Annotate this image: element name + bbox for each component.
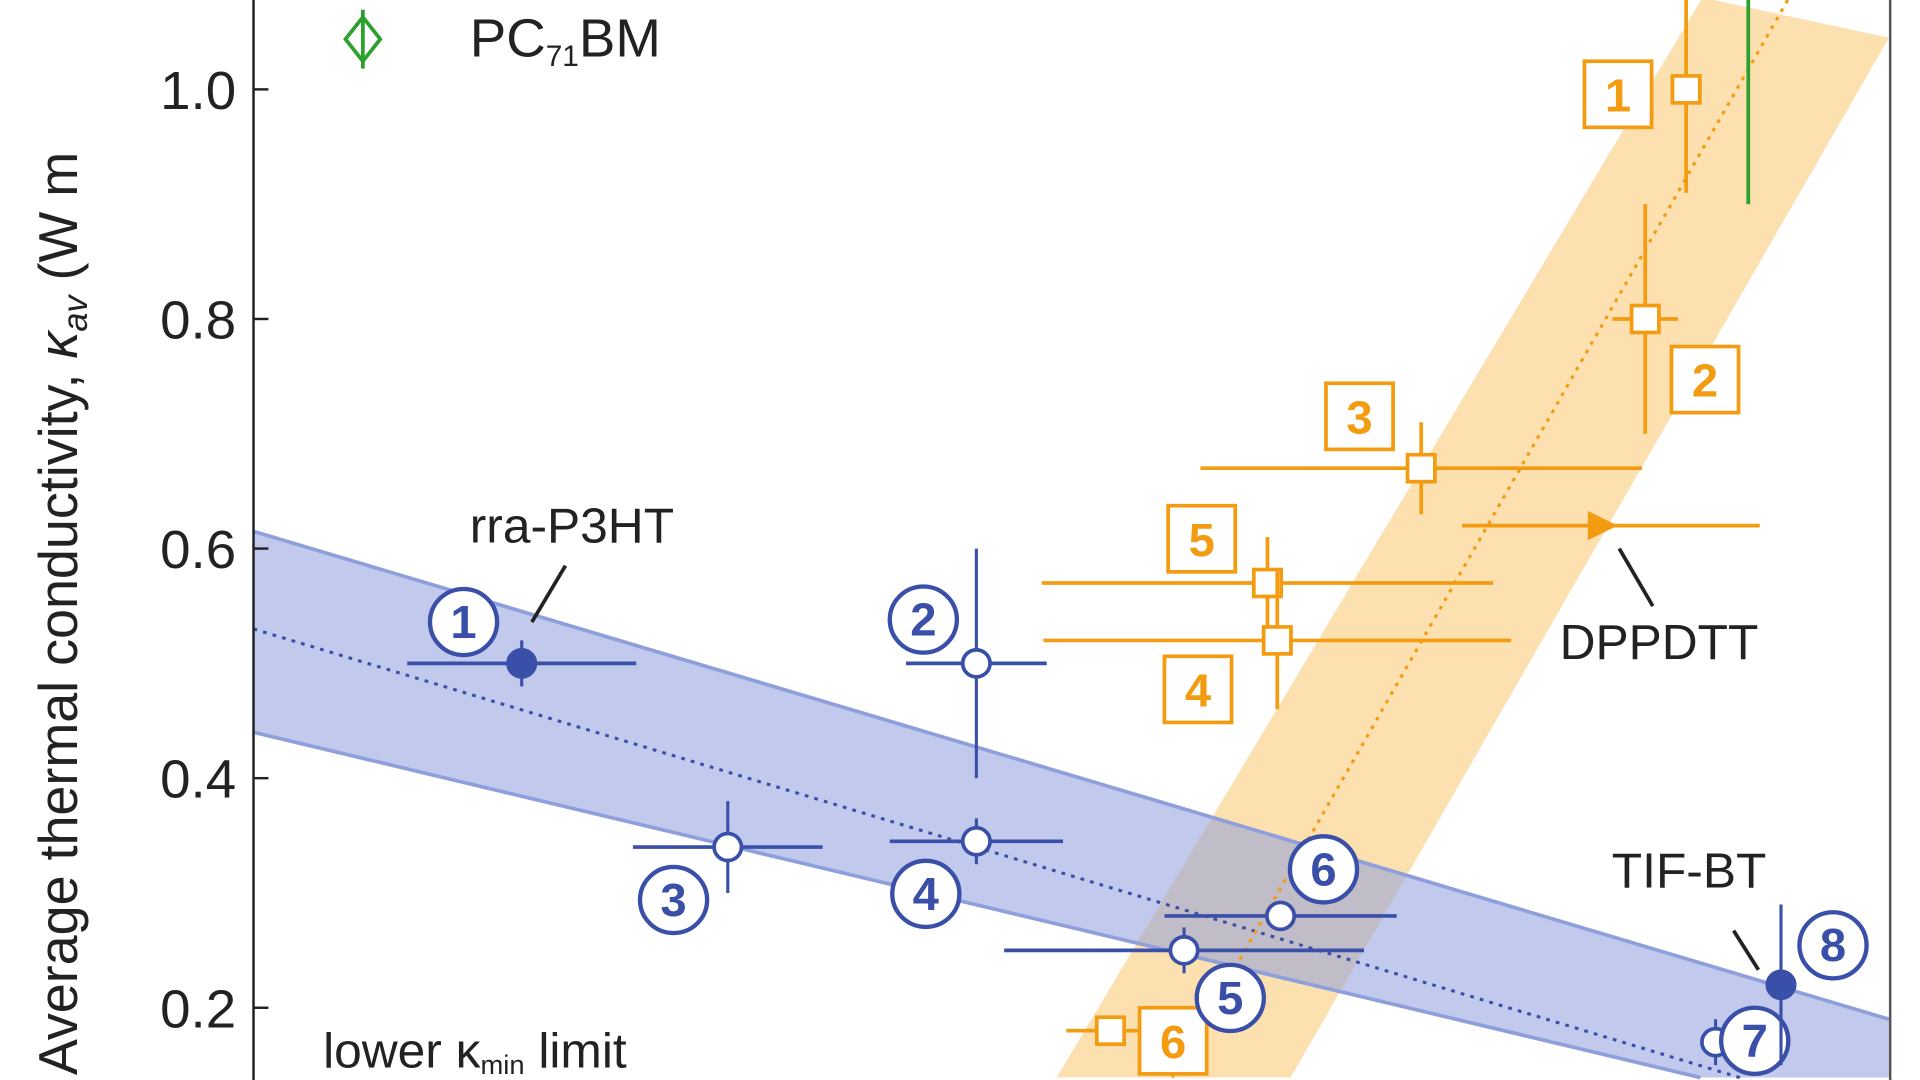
- blue-band-lower-edge: [253, 730, 1701, 1080]
- leader-tif-bt: [1732, 929, 1761, 971]
- blue-band-upper-edge: [252, 529, 1890, 1021]
- blue-label-circle: [1797, 910, 1869, 981]
- orange-label-box: [1166, 503, 1238, 574]
- lower-limit-sub: min: [481, 1049, 525, 1080]
- legend-diamond-marker: [343, 9, 383, 69]
- orange-label-box: [1582, 59, 1654, 130]
- y-tick-label: 0.8: [160, 290, 236, 351]
- blue-point-label: 3: [660, 874, 686, 926]
- y-label-kappa: κ: [28, 329, 89, 359]
- lower-limit-main: lower κ: [323, 1024, 481, 1079]
- annotations: rra-P3HT DPPDTT TIF-BT lower κmin limit: [323, 499, 1766, 1080]
- blue-circle-point: [960, 825, 992, 857]
- orange-fit-band: [1056, 0, 1889, 1078]
- y-label-unit: (W m: [28, 152, 89, 296]
- orange-square-point: [1629, 303, 1661, 335]
- annotation-dppdtt: DPPDTT: [1560, 615, 1759, 670]
- blue-label-circle: [887, 584, 960, 655]
- y-tick-label: 0.6: [160, 520, 236, 581]
- y-tick-label: 0.4: [160, 749, 236, 810]
- legend: PC71BM: [343, 8, 661, 73]
- orange-square-point: [1261, 625, 1293, 656]
- orange-square-point: [1670, 74, 1702, 105]
- legend-label-sub: 71: [546, 40, 579, 73]
- blue-label-circle: [1287, 834, 1360, 905]
- orange-square-point: [1405, 452, 1437, 484]
- y-label-sub: av: [57, 294, 95, 332]
- dppdtt-arrow-head: [1587, 510, 1618, 541]
- blue-fit-line: [253, 627, 1741, 1080]
- blue-circle-point: [1765, 969, 1797, 1001]
- annotation-rra-p3ht: rra-P3HT: [470, 499, 674, 554]
- blue-circle-point: [712, 831, 744, 863]
- orange-label-box: [1162, 654, 1234, 725]
- orange-point-label: 2: [1692, 355, 1718, 407]
- blue-label-circle: [890, 858, 962, 930]
- blue-circle-point: [960, 648, 992, 679]
- blue-circle-point: [1265, 900, 1297, 932]
- annotation-tif-bt: TIF-BT: [1612, 844, 1767, 899]
- y-label-text: Average thermal conductivity,: [28, 359, 89, 1076]
- blue-point-label: 6: [1310, 844, 1336, 896]
- blue-label-circle: [1718, 1005, 1791, 1077]
- blue-circle-point: [506, 648, 538, 679]
- y-axis-label: Average thermal conductivity, κav (W m: [28, 152, 95, 1075]
- blue-point-label: 5: [1217, 972, 1243, 1024]
- orange-point-label: 4: [1185, 665, 1211, 717]
- orange-label-box: [1669, 344, 1741, 415]
- orange-point-label: 5: [1189, 514, 1215, 566]
- orange-point-label: 3: [1346, 392, 1372, 444]
- leader-rra-p3ht: [530, 564, 568, 623]
- y-tick-label: 1.0: [160, 60, 236, 121]
- blue-label-circle: [1194, 962, 1267, 1034]
- orange-label-box: [1137, 1005, 1209, 1076]
- legend-label: PC71BM: [470, 8, 661, 73]
- orange-label-box: [1324, 381, 1395, 452]
- annotation-lower-limit: lower κmin limit: [323, 1024, 627, 1080]
- blue-point-label: 4: [913, 868, 939, 920]
- y-ticks: 1.0 0.8 0.6 0.4 0.2: [160, 60, 269, 1040]
- blue-point-label: 1: [450, 596, 476, 648]
- blue-point-label: 8: [1820, 920, 1846, 972]
- leader-dppdtt: [1617, 547, 1655, 608]
- blue-point-label: 2: [910, 594, 936, 646]
- y-tick-label: 0.2: [160, 979, 236, 1040]
- orange-point-label: 1: [1605, 70, 1631, 122]
- orange-square-point: [1094, 1015, 1127, 1047]
- blue-fit-band: [253, 531, 1889, 1078]
- blue-label-circle: [427, 586, 500, 658]
- legend-label-end: BM: [579, 8, 661, 69]
- legend-label-main: PC: [470, 8, 546, 69]
- orange-point-label: 6: [1160, 1016, 1186, 1068]
- lower-limit-end: limit: [525, 1024, 627, 1079]
- blue-point-label: 7: [1742, 1015, 1768, 1067]
- blue-label-circle: [637, 864, 710, 936]
- blue-circle-point: [1168, 935, 1200, 966]
